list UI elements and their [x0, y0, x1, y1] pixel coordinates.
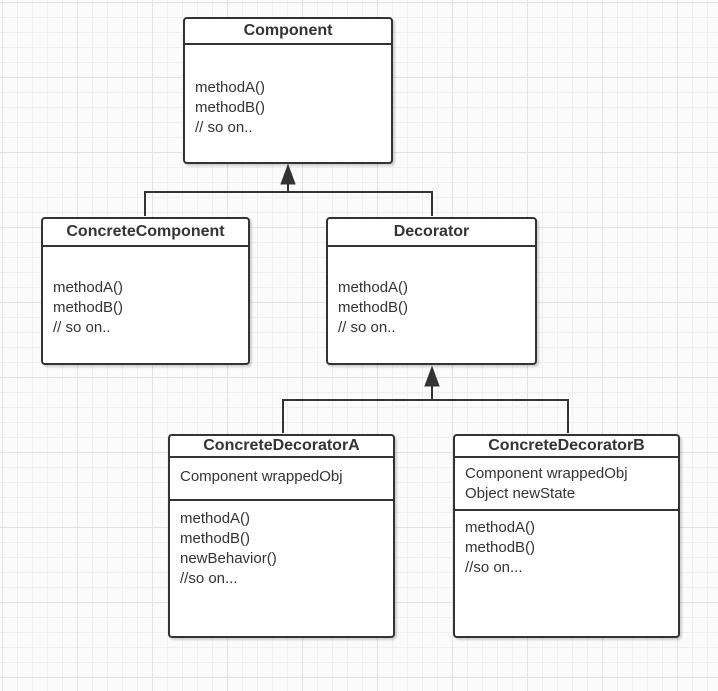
class-box-concrete-component[interactable]: ConcreteComponent methodA() methodB() // s…: [41, 217, 250, 365]
inheritance-arrowhead-icon: [280, 163, 296, 185]
member-line: // so on..: [53, 319, 111, 336]
class-title: ConcreteComponent: [43, 219, 248, 247]
class-title: ConcreteDecoratorA: [170, 436, 393, 458]
member-line: methodA(): [53, 279, 124, 296]
inheritance-connector-to-decorator[interactable]: [282, 365, 569, 433]
class-box-decorator[interactable]: Decorator methodA() methodB() // so on..: [326, 217, 537, 365]
inheritance-connector-to-component[interactable]: [144, 163, 433, 216]
class-fields-section: Component wrappedObj: [170, 458, 393, 501]
member-line: Component wrappedObj: [180, 468, 343, 485]
member-line: //so on...: [180, 570, 238, 587]
class-methods-section: methodA() methodB() // so on..: [43, 247, 248, 338]
member-line: methodB(): [53, 299, 124, 316]
class-methods-section: methodA() methodB() newBehavior() //so on..…: [170, 501, 393, 589]
class-title: Component: [185, 19, 391, 45]
member-line: methodA(): [338, 279, 409, 296]
member-line: methodB(): [180, 530, 251, 547]
member-line: methodB(): [195, 99, 266, 116]
connector-line[interactable]: [282, 399, 569, 433]
member-line: Component wrappedObj: [465, 465, 628, 482]
member-line: // so on..: [338, 319, 396, 336]
class-title: ConcreteDecoratorB: [455, 436, 678, 458]
member-line: methodA(): [465, 519, 536, 536]
class-title: Decorator: [328, 219, 535, 247]
member-line: methodB(): [338, 299, 409, 316]
connector-line[interactable]: [144, 191, 433, 216]
member-line: methodB(): [465, 539, 536, 556]
member-line: methodA(): [195, 79, 266, 96]
inheritance-arrowhead-icon: [424, 365, 440, 387]
member-line: methodA(): [180, 510, 251, 527]
member-line: Object newState: [465, 485, 576, 502]
member-line: // so on..: [195, 119, 253, 136]
class-methods-section: methodA() methodB() // so on..: [185, 45, 391, 138]
class-methods-section: methodA() methodB() // so on..: [328, 247, 535, 338]
member-line: //so on...: [465, 559, 523, 576]
class-methods-section: methodA() methodB() //so on...: [455, 511, 678, 578]
member-line: newBehavior(): [180, 550, 277, 567]
class-box-component[interactable]: Component methodA() methodB() // so on..: [183, 17, 393, 164]
class-box-concrete-decorator-a[interactable]: ConcreteDecoratorA Component wrappedObj …: [168, 434, 395, 638]
